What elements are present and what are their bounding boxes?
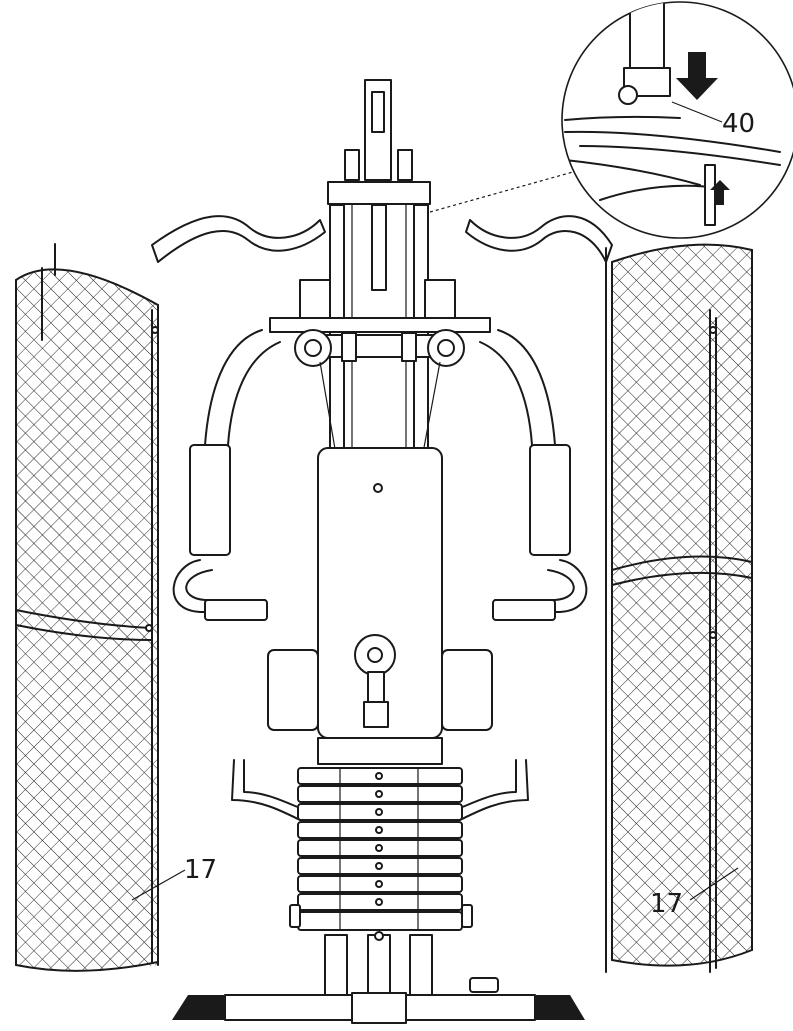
left-guard-leader <box>131 869 186 901</box>
down-arrow-icon <box>676 52 718 100</box>
detail-part-label: 40 <box>722 109 755 139</box>
left-guard-label: 17 <box>184 855 217 885</box>
weight-stack <box>289 767 473 931</box>
detail-callout <box>429 1 793 239</box>
up-arrow-icon <box>710 180 730 205</box>
left-mesh-guard <box>15 243 159 972</box>
right-mesh-guard <box>605 243 753 973</box>
right-guard-label: 17 <box>650 889 683 919</box>
right-guard-leader <box>689 867 739 901</box>
gym-machine <box>151 79 613 1024</box>
